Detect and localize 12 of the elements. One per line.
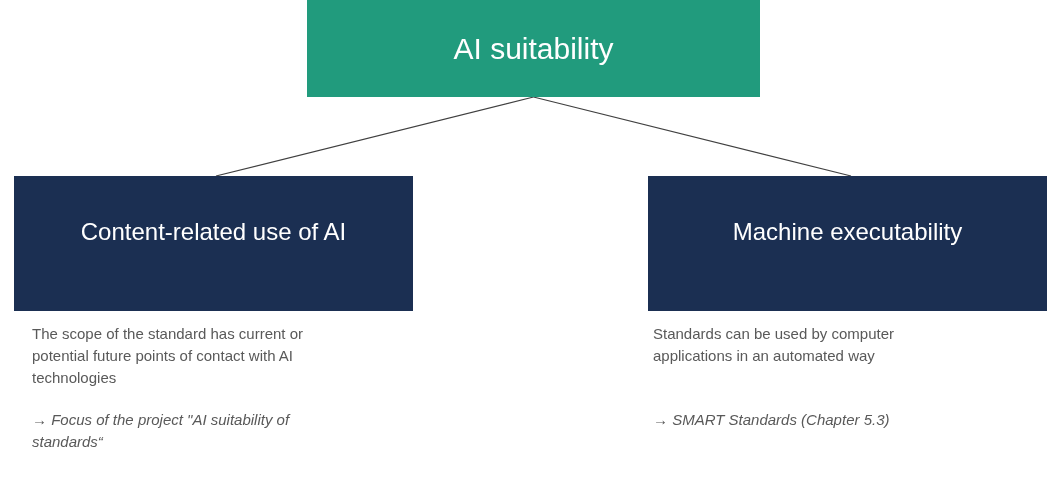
heading-box xyxy=(307,0,760,97)
reference-note: → SMART Standards (Chapter 5.3) xyxy=(653,410,891,430)
category-box xyxy=(14,176,413,311)
connector-line xyxy=(532,96,852,177)
category-box xyxy=(648,176,1047,311)
description-text: The scope of the standard has current or potential future points of contact with AI technologies xyxy=(32,324,304,388)
connector-line xyxy=(215,96,535,177)
box-label: Machine executability xyxy=(732,217,963,246)
reference-note: → Focus of the project "AI suitability of standards“ xyxy=(32,410,292,452)
description-text: Standards can be used by computer applications in an automated way xyxy=(653,324,895,366)
box-label: AI suitability xyxy=(453,31,614,66)
box-label: Content-related use of AI xyxy=(80,217,347,246)
